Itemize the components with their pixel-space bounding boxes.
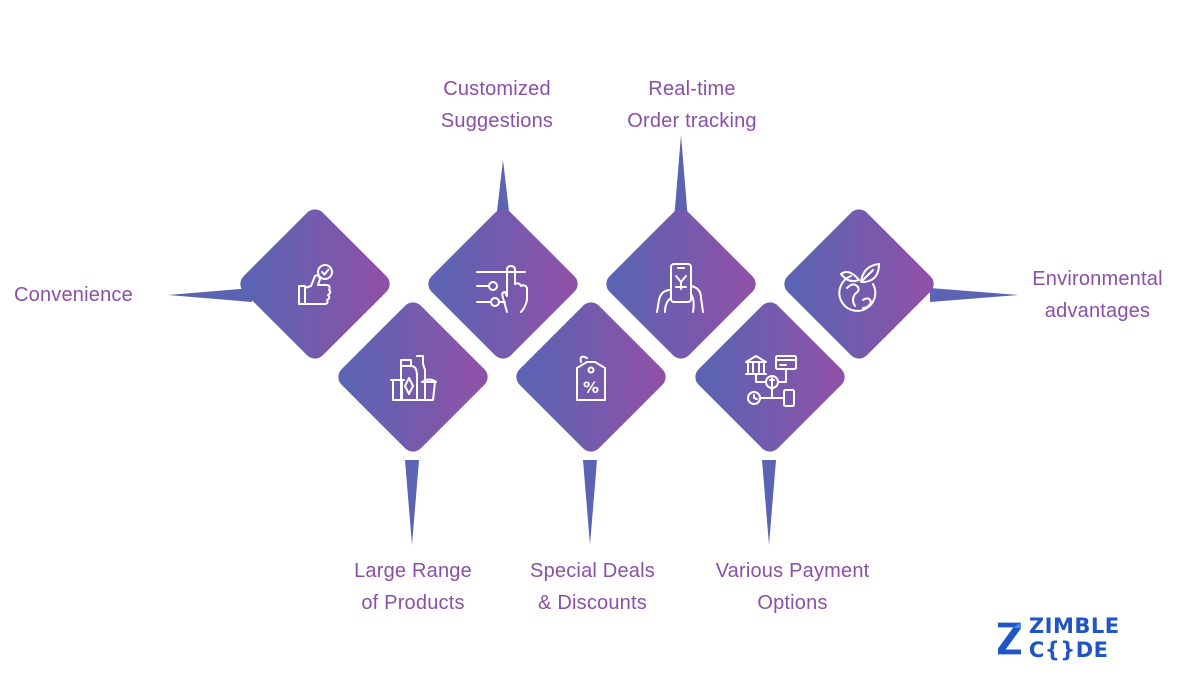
connector-customized-suggestions — [496, 160, 510, 220]
connector-convenience — [168, 288, 252, 302]
label-special-deals-discounts: Special Deals & Discounts — [510, 555, 675, 619]
label-line: Convenience — [14, 284, 133, 306]
connector-various-payment-options — [762, 460, 776, 545]
connector-special-deals-discounts — [583, 460, 597, 545]
diamond-special-deals-discounts — [516, 302, 666, 452]
diamond-convenience — [240, 209, 390, 359]
payment-methods-icon — [745, 355, 797, 407]
diamond-large-range-of-products — [338, 302, 488, 452]
zimble-z-logo-icon — [997, 622, 1021, 655]
label-line: Options — [757, 592, 828, 614]
discount-tag-icon: % — [576, 355, 606, 401]
connector-environmental-advantages — [930, 288, 1018, 302]
label-large-range-of-products: Large Range of Products — [338, 555, 488, 619]
label-line: Suggestions — [440, 110, 554, 132]
diamond-environmental-advantages — [784, 209, 934, 359]
touch-slider-icon — [476, 265, 528, 313]
phone-in-hands-icon — [656, 263, 704, 313]
label-line: Special Deals — [530, 560, 655, 582]
connector-large-range-of-products — [405, 460, 419, 545]
svg-text:%: % — [583, 378, 599, 397]
label-environmental-advantages: Environmental advantages — [1010, 263, 1185, 327]
label-line: & Discounts — [538, 592, 647, 614]
label-various-payment-options: Various Payment Options — [695, 555, 890, 619]
label-real-time-order-tracking: Real-time Order tracking — [607, 73, 777, 137]
label-line: Order tracking — [627, 110, 757, 132]
label-line: of Products — [361, 592, 465, 614]
eco-globe-icon — [838, 263, 880, 312]
label-convenience: Convenience — [14, 279, 133, 311]
label-customized-suggestions: Customized Suggestions — [422, 73, 572, 137]
connector-real-time-order-tracking — [674, 135, 688, 220]
brand-logo: ZIMBLE C{}DE — [996, 614, 1200, 662]
label-line: advantages — [1044, 300, 1151, 322]
label-line: Environmental — [1032, 268, 1163, 290]
connectors — [168, 135, 1018, 545]
label-line: Various Payment — [715, 560, 870, 582]
label-line: Real-time — [648, 78, 736, 100]
brand-logo-text: ZIMBLE C{}DE — [1028, 614, 1120, 662]
icons: % — [298, 263, 880, 407]
thumbs-up-check-icon — [298, 264, 333, 305]
grocery-products-icon — [390, 355, 437, 401]
diamonds — [240, 209, 934, 452]
label-line: Large Range — [354, 560, 472, 582]
diamond-customized-suggestions — [428, 209, 578, 359]
label-line: Customized — [443, 78, 551, 100]
